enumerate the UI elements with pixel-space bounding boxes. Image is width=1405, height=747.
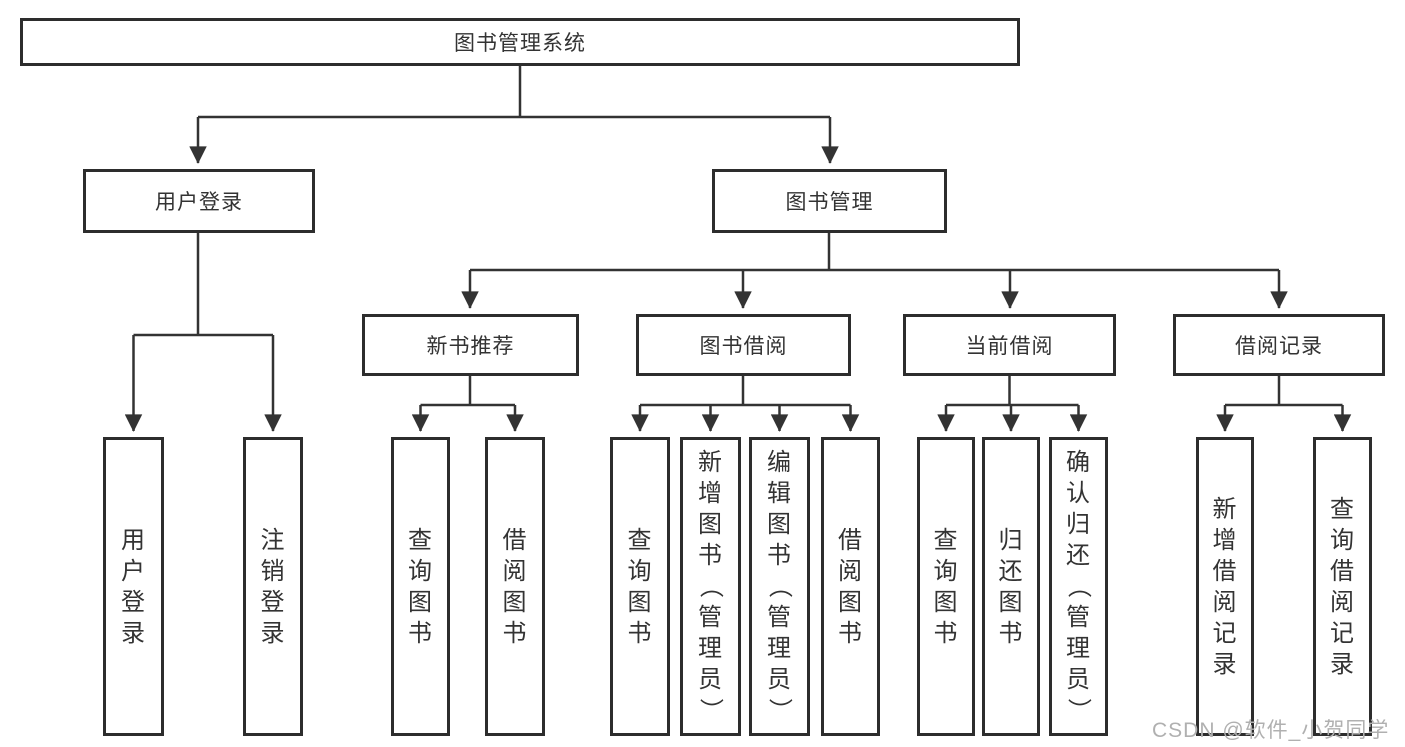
leaf-label: 借阅图书 xyxy=(838,526,863,647)
csdn-watermark: CSDN @软件_小贺同学 xyxy=(1152,719,1390,742)
leaf-borrow-books-recommend: 借阅图书 xyxy=(485,437,545,736)
node-new-book-recommend: 新书推荐 xyxy=(362,314,579,376)
leaf-label: 编辑图书（管理员） xyxy=(766,449,793,723)
node-borrow-records: 借阅记录 xyxy=(1173,314,1385,376)
leaf-label: 查询图书 xyxy=(408,526,433,647)
leaf-add-book-admin: 新增图书（管理员） xyxy=(680,437,741,736)
node-library-management-system: 图书管理系统 xyxy=(20,18,1020,66)
node-label: 借阅记录 xyxy=(1235,335,1323,358)
leaf-add-borrow-record: 新增借阅记录 xyxy=(1196,437,1254,736)
node-label: 图书管理 xyxy=(785,191,874,214)
leaf-label: 借阅图书 xyxy=(502,526,528,647)
leaf-label: 新增图书（管理员） xyxy=(697,449,724,723)
node-label: 图书管理系统 xyxy=(454,32,586,55)
node-book-management: 图书管理 xyxy=(712,169,947,233)
leaf-user-login: 用户登录 xyxy=(103,437,164,736)
leaf-label: 确认归还（管理员） xyxy=(1065,449,1092,723)
node-book-borrow: 图书借阅 xyxy=(636,314,851,376)
leaf-return-books: 归还图书 xyxy=(982,437,1040,736)
leaf-edit-book-admin: 编辑图书（管理员） xyxy=(749,437,810,736)
leaf-label: 新增借阅记录 xyxy=(1212,495,1238,678)
leaf-logout-login: 注销登录 xyxy=(243,437,303,736)
leaf-label: 查询图书 xyxy=(627,526,653,647)
leaf-query-books-borrow: 查询图书 xyxy=(610,437,670,736)
leaf-query-books-current: 查询图书 xyxy=(917,437,975,736)
node-label: 用户登录 xyxy=(155,191,243,214)
node-label: 新书推荐 xyxy=(426,335,515,358)
leaf-borrow-books: 借阅图书 xyxy=(821,437,880,736)
node-current-borrow: 当前借阅 xyxy=(903,314,1116,376)
leaf-query-books-recommend: 查询图书 xyxy=(391,437,450,736)
leaf-query-borrow-record: 查询借阅记录 xyxy=(1313,437,1372,736)
leaf-confirm-return-admin: 确认归还（管理员） xyxy=(1049,437,1108,736)
node-label: 当前借阅 xyxy=(965,335,1054,358)
node-user-login: 用户登录 xyxy=(83,169,315,233)
leaf-label: 查询图书 xyxy=(933,526,959,647)
leaf-label: 注销登录 xyxy=(260,526,286,647)
leaf-label: 用户登录 xyxy=(121,526,146,647)
leaf-label: 归还图书 xyxy=(998,526,1024,647)
leaf-label: 查询借阅记录 xyxy=(1330,495,1355,678)
node-label: 图书借阅 xyxy=(699,335,788,358)
